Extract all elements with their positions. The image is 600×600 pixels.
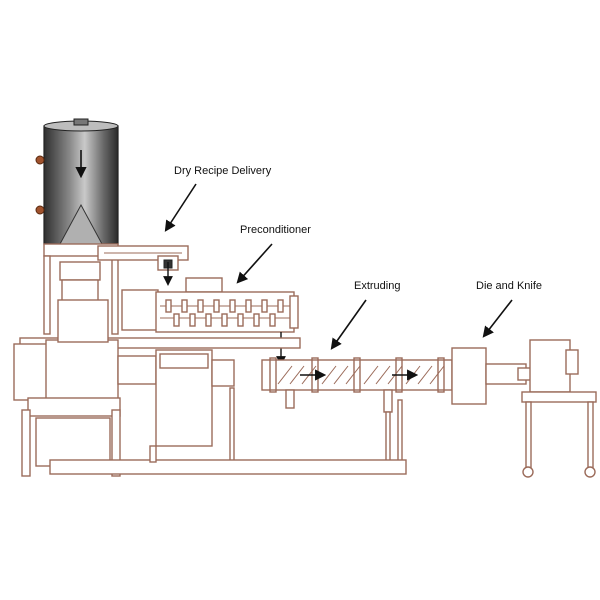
- label-extruding: Extruding: [330, 280, 400, 350]
- delivery-conveyor: [97, 245, 189, 286]
- extruder-barrel: [261, 357, 453, 393]
- svg-text:Dry Recipe Delivery: Dry Recipe Delivery: [174, 165, 272, 177]
- svg-text:Extruding: Extruding: [354, 280, 400, 292]
- hopper-bin: [35, 118, 119, 245]
- label-dry-recipe-delivery: Dry Recipe Delivery: [164, 165, 272, 232]
- svg-text:Preconditioner: Preconditioner: [240, 224, 311, 236]
- label-preconditioner: Preconditioner: [236, 224, 311, 284]
- base-frame: [21, 397, 407, 477]
- svg-text:Die and Knife: Die and Knife: [476, 280, 542, 292]
- drive-assembly: [13, 299, 301, 447]
- preconditioner-paddles: [165, 299, 284, 327]
- label-die-and-knife: Die and Knife: [476, 280, 542, 338]
- die-and-knife-unit: [451, 339, 597, 478]
- preconditioner-unit: [121, 277, 299, 366]
